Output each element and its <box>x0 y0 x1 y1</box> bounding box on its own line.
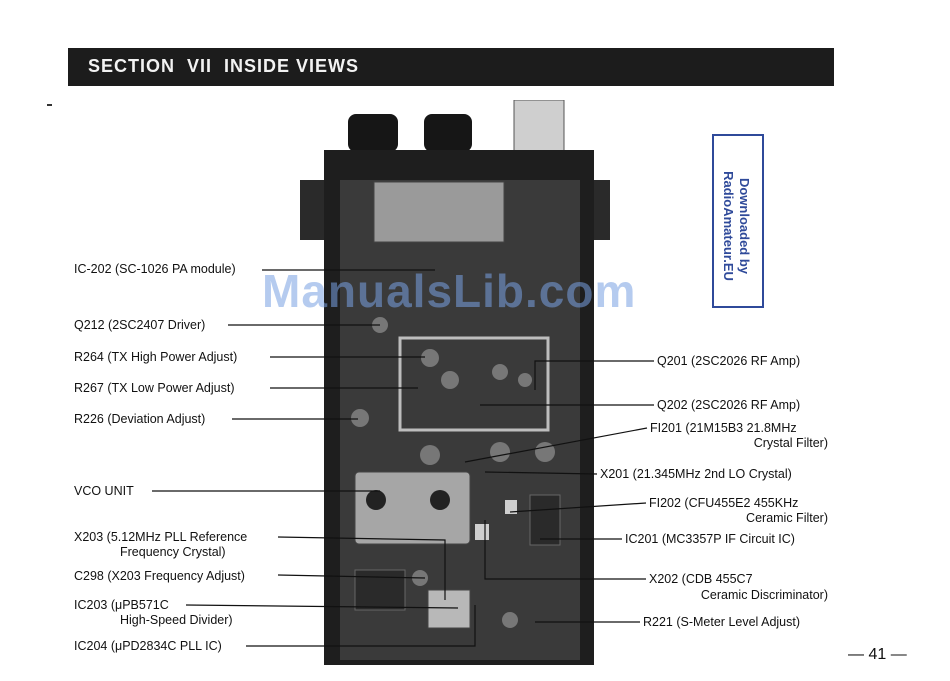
label-q201: Q201 (2SC2026 RF Amp) <box>657 354 801 368</box>
stamp-line2: RadioAmateur.EU <box>721 171 736 281</box>
label-q202: Q202 (2SC2026 RF Amp) <box>657 398 801 412</box>
label-q212: Q212 (2SC2407 Driver) <box>74 318 206 332</box>
label-r221: R221 (S-Meter Level Adjust) <box>643 615 801 629</box>
label-x202-line1: X202 (CDB 455C7 <box>649 572 753 586</box>
label-r226: R226 (Deviation Adjust) <box>74 412 206 426</box>
label-fi201-line2: Crystal Filter) <box>753 436 828 450</box>
antenna-connector <box>513 100 565 157</box>
radio-inside-photo <box>300 100 610 665</box>
label-ic201: IC201 (MC3357P IF Circuit IC) <box>625 532 795 546</box>
watermark-text: ManualsLib.com <box>262 265 637 317</box>
label-ic202: IC-202 (SC-1026 PA module) <box>74 262 236 276</box>
label-vco-unit: VCO UNIT <box>74 484 134 498</box>
section-header-bar: SECTION VII INSIDE VIEWS <box>68 48 834 86</box>
label-r267: R267 (TX Low Power Adjust) <box>74 381 235 395</box>
label-ic203-line1: IC203 (μPB571C <box>74 598 169 612</box>
label-ic204: IC204 (μPD2834C PLL IC) <box>74 639 222 653</box>
knob-left <box>348 114 398 152</box>
label-x203-line1: X203 (5.12MHz PLL Reference <box>74 530 248 544</box>
label-x202-line2: Ceramic Discriminator) <box>700 588 828 602</box>
page-number: — 41 — <box>848 646 907 663</box>
margin-mark <box>47 104 52 106</box>
label-c298: C298 (X203 Frequency Adjust) <box>74 569 245 583</box>
label-x203-line2: Frequency Crystal) <box>120 545 226 559</box>
label-x201: X201 (21.345MHz 2nd LO Crystal) <box>600 467 792 481</box>
stamp-line1: Downloaded by <box>737 177 752 275</box>
label-fi202-line1: FI202 (CFU455E2 455KHz <box>649 496 799 510</box>
knob-right <box>424 114 472 152</box>
label-fi201-line1: FI201 (21M15B3 21.8MHz <box>650 421 797 435</box>
label-ic203-line2: High-Speed Divider) <box>120 613 233 627</box>
ic203-can <box>427 589 471 629</box>
label-fi202-line2: Ceramic Filter) <box>746 511 828 525</box>
label-r264: R264 (TX High Power Adjust) <box>74 350 238 364</box>
section-title: SECTION VII INSIDE VIEWS <box>88 56 360 76</box>
pa-module <box>373 181 505 243</box>
download-stamp: Downloaded by RadioAmateur.EU <box>712 134 764 308</box>
